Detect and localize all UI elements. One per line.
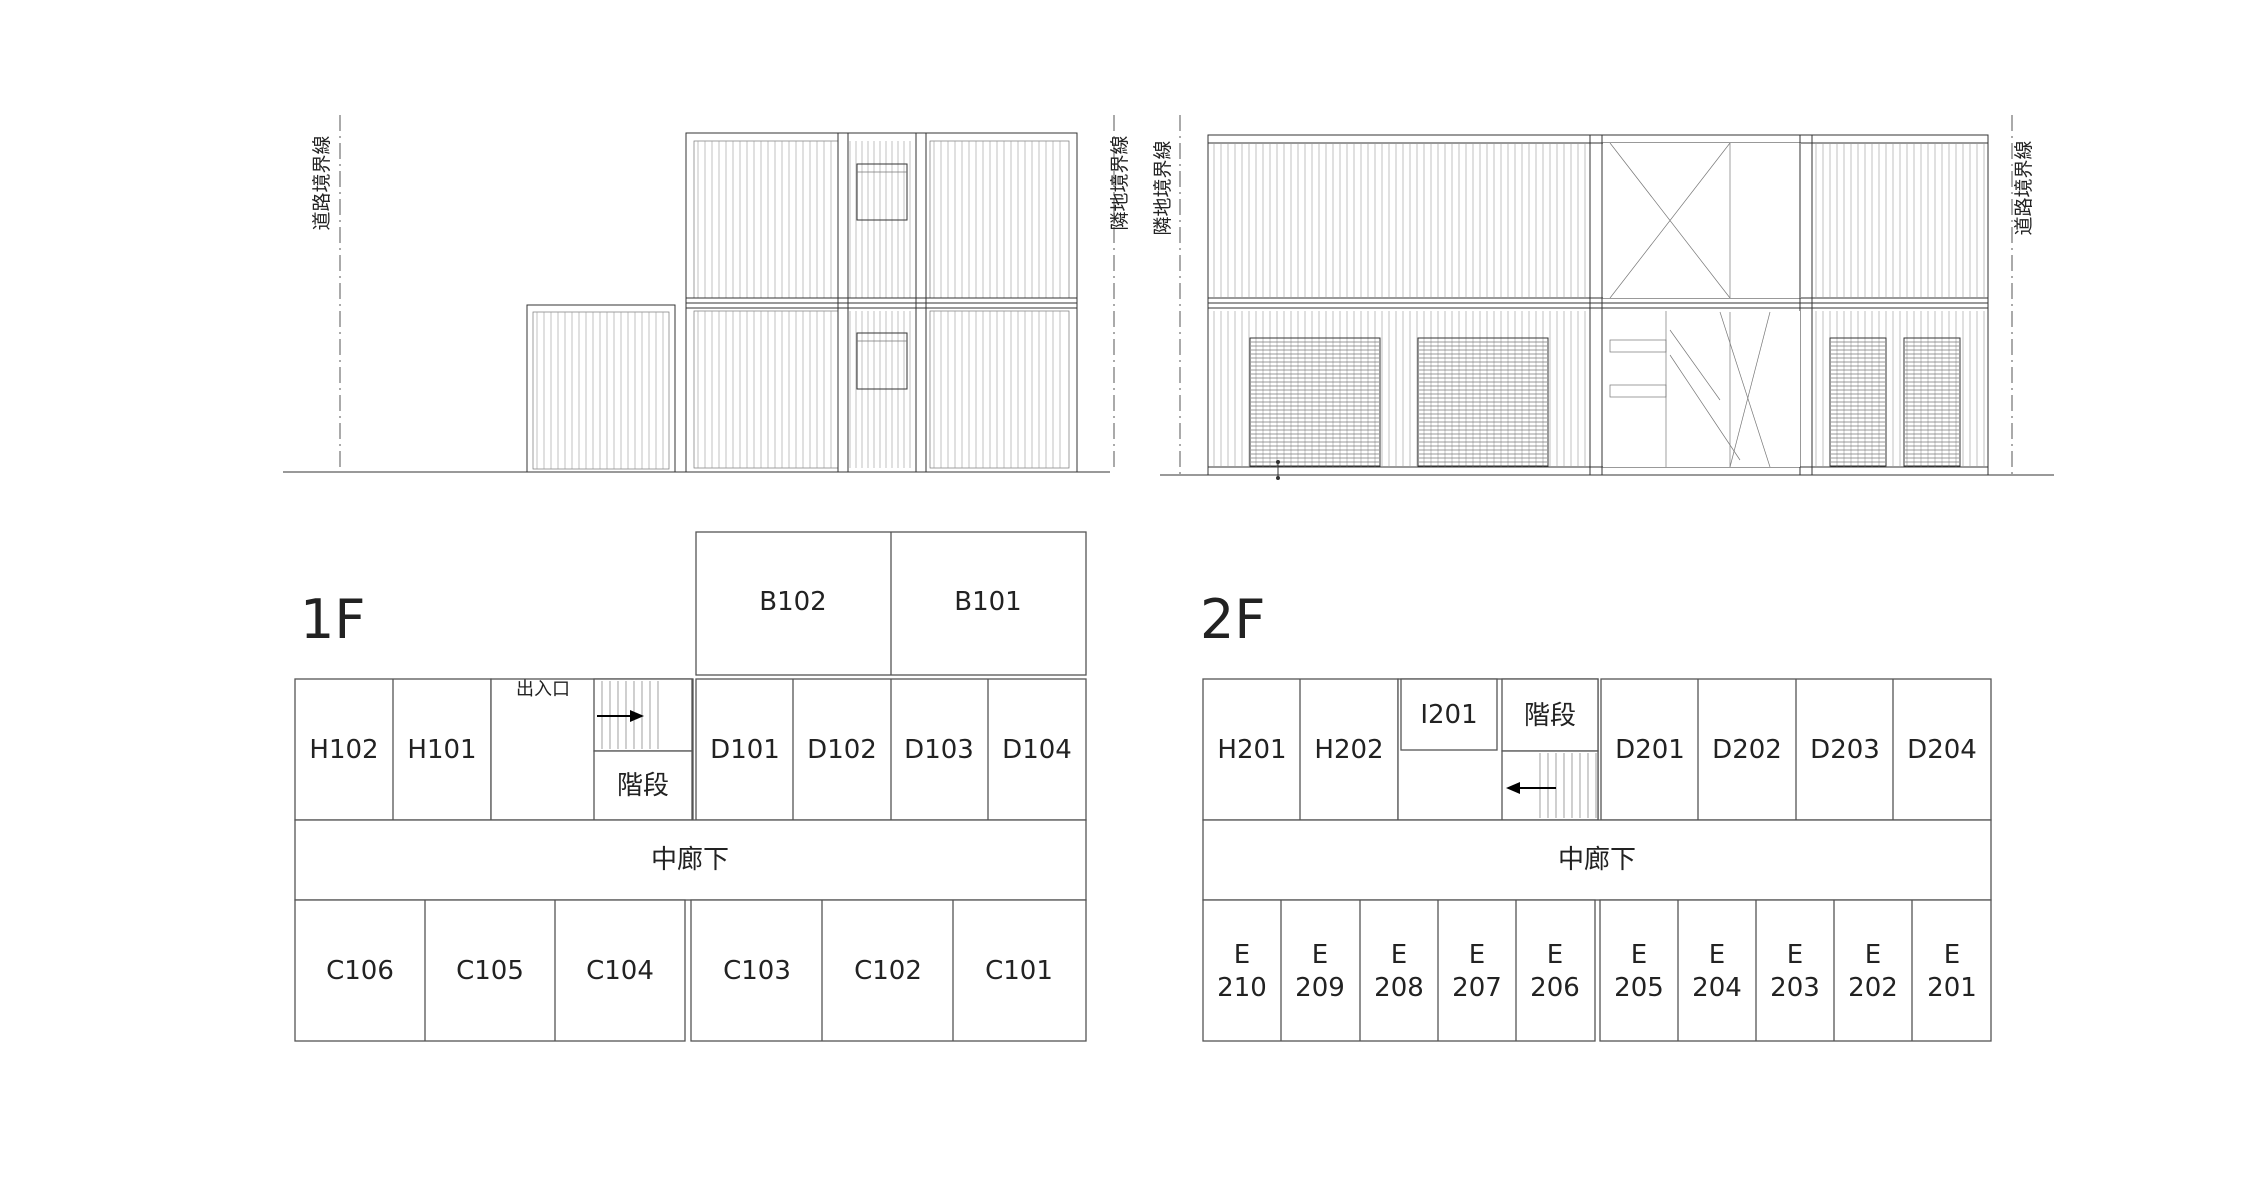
room-h101: H101 <box>407 735 476 765</box>
room-e204-prefix: E <box>1709 940 1725 970</box>
room-c103: C103 <box>723 956 791 986</box>
elevation-right: 隣地境界線 道路境界線 <box>1152 115 2054 480</box>
room-c102: C102 <box>854 956 922 986</box>
room-d202: D202 <box>1712 735 1782 765</box>
corridor-label-1f: 中廊下 <box>651 845 729 875</box>
stairs-label-2f: 階段 <box>1524 701 1576 731</box>
room-e210-prefix: E <box>1234 940 1250 970</box>
room-d103: D103 <box>904 735 974 765</box>
room-e203-number: 203 <box>1770 973 1820 1003</box>
room-e208-prefix: E <box>1391 940 1407 970</box>
room-e202-prefix: E <box>1865 940 1881 970</box>
room-e205-number: 205 <box>1614 973 1664 1003</box>
room-e210-number: 210 <box>1217 973 1267 1003</box>
room-e208-number: 208 <box>1374 973 1424 1003</box>
room-e209-prefix: E <box>1312 940 1328 970</box>
room-h201: H201 <box>1217 735 1286 765</box>
elevation-left: 道路境界線 隣地境界線 <box>283 115 1131 473</box>
room-e209-number: 209 <box>1295 973 1345 1003</box>
room-d101: D101 <box>710 735 780 765</box>
room-c105: C105 <box>456 956 524 986</box>
room-c104: C104 <box>586 956 654 986</box>
room-e206-number: 206 <box>1530 973 1580 1003</box>
floor-title-1f: 1F <box>300 588 365 651</box>
stairs-label-1f: 階段 <box>617 771 669 801</box>
room-c101: C101 <box>985 956 1053 986</box>
neighbor-boundary-label-left: 隣地境界線 <box>1109 135 1131 230</box>
room-e207-number: 207 <box>1452 973 1502 1003</box>
room-d204: D204 <box>1907 735 1977 765</box>
room-i201: I201 <box>1420 700 1477 730</box>
room-b102: B102 <box>759 587 826 617</box>
floor-title-2f: 2F <box>1200 588 1265 651</box>
room-d102: D102 <box>807 735 877 765</box>
floor-plan-1f: 1F B102 B101 H102 H101 出入口 階段 D101 D102 … <box>294 531 1087 1042</box>
room-d201: D201 <box>1615 735 1685 765</box>
room-e202-number: 202 <box>1848 973 1898 1003</box>
room-e201-prefix: E <box>1944 940 1960 970</box>
room-d104: D104 <box>1002 735 1072 765</box>
room-b101: B101 <box>954 587 1021 617</box>
room-e206-prefix: E <box>1547 940 1563 970</box>
floor-plan-2f: 2F H201 H202 I201 階段 D201 D202 D203 D204… <box>1200 588 1992 1042</box>
room-e203-prefix: E <box>1787 940 1803 970</box>
road-boundary-label-right: 道路境界線 <box>2013 140 2035 235</box>
entrance-label-1f: 出入口 <box>516 679 570 700</box>
neighbor-boundary-label-right: 隣地境界線 <box>1152 140 1174 235</box>
corridor-label-2f: 中廊下 <box>1558 845 1636 875</box>
room-h102: H102 <box>309 735 378 765</box>
road-boundary-label-left: 道路境界線 <box>311 135 333 230</box>
room-h202: H202 <box>1314 735 1383 765</box>
room-e205-prefix: E <box>1631 940 1647 970</box>
room-e201-number: 201 <box>1927 973 1977 1003</box>
room-e204-number: 204 <box>1692 973 1742 1003</box>
room-c106: C106 <box>326 956 394 986</box>
room-d203: D203 <box>1810 735 1880 765</box>
room-e207-prefix: E <box>1469 940 1485 970</box>
